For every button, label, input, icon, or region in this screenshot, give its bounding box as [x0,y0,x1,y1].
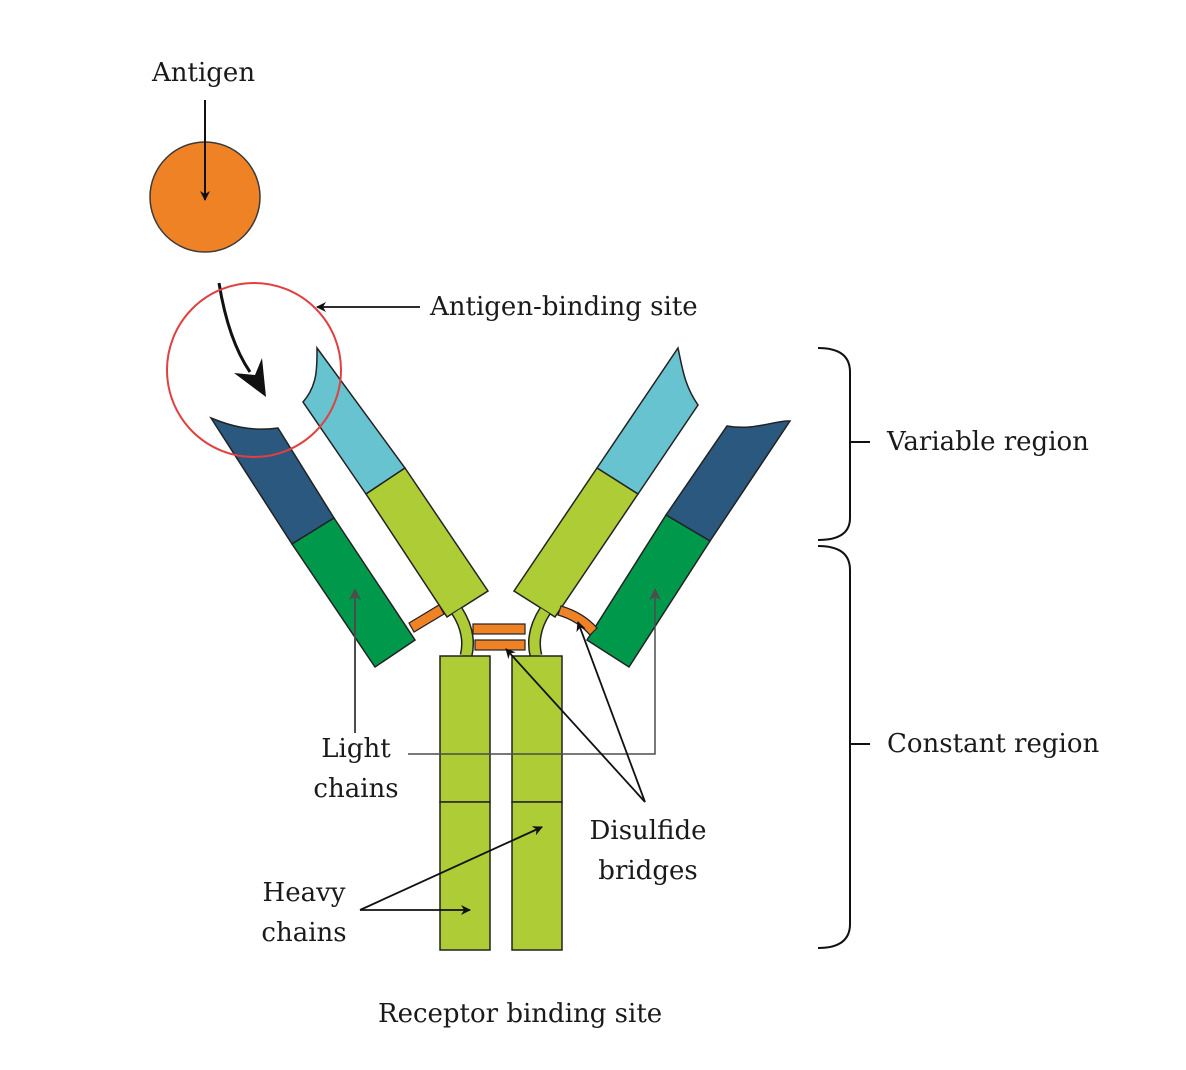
receptor-binding-site-label: Receptor binding site [378,999,663,1029]
right-heavy-arm [512,346,699,619]
light-chains-line1: Light [321,734,391,764]
antigen-binding-site-label: Antigen-binding site [430,292,698,322]
left-heavy-stem-upper [439,655,491,803]
binding-motion-arrow [217,282,252,373]
antigen-binding-site-circle [166,282,342,458]
disulfide-bridge-upper [472,623,526,635]
constant-region-brace [817,545,870,949]
antigen-label: Antigen [152,58,256,88]
right-hinge-fill [529,608,550,658]
right-light-arm [585,420,792,669]
left-heavy-constant [364,466,490,619]
right-light-variable [664,420,792,543]
heavy-chains-label: Heavy chains [244,873,364,953]
variable-region-brace [817,347,870,541]
right-heavy-constant [512,466,640,619]
variable-region-label: Variable region [887,427,1089,457]
disulfide-line1: Disulfide [589,816,707,846]
constant-region-label: Constant region [887,729,1100,759]
right-heavy-variable [595,346,699,496]
disulfide-bridges-label: Disulfide bridges [578,811,718,891]
heavy-chains-line2: chains [261,918,347,948]
light-chains-line2: chains [313,774,399,804]
disulfide-bridge-left-arm [408,604,445,633]
right-light-constant [585,513,712,669]
light-chain-pointer-right [408,588,661,755]
disulfide-bridge-lower [474,639,526,651]
heavy-chains-line1: Heavy [262,878,346,908]
left-light-variable [209,416,336,546]
right-heavy-stem-lower [511,801,563,951]
binding-motion-arrowhead [234,358,266,397]
heavy-chain-pointer-upper [359,826,543,911]
left-hinge-fill [452,608,473,658]
left-heavy-variable [302,345,407,496]
right-heavy-stem-upper [511,655,563,803]
disulfide-pointer-right [576,621,646,803]
left-heavy-arm [302,345,490,619]
left-heavy-stem-lower [439,801,491,951]
disulfide-pointer-center [505,648,646,803]
light-chains-label: Light chains [296,729,416,809]
disulfide-bridge-right-arm [557,605,598,636]
disulfide-line2: bridges [598,856,698,886]
